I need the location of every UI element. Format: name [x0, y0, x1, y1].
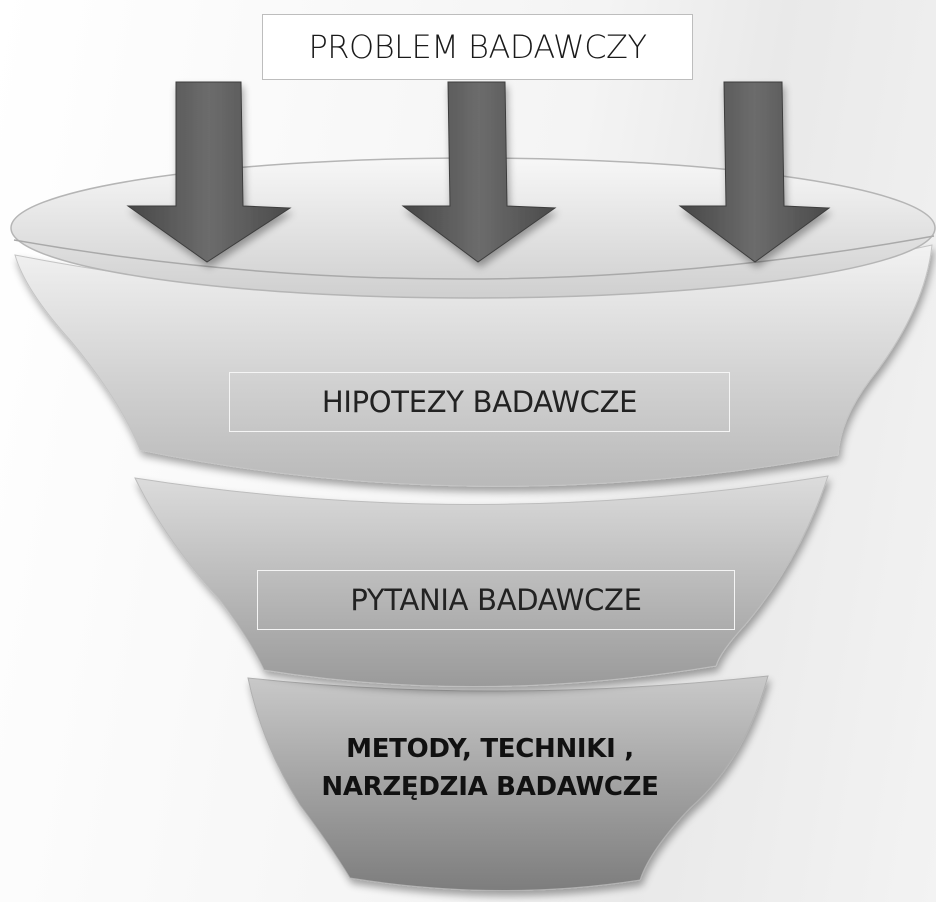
problem-label-box: PROBLEM BADAWCZY: [262, 14, 693, 80]
methods-label: METODY, TECHNIKI , NARZĘDZIA BADAWCZE: [200, 730, 780, 806]
funnel-segment-middle: [134, 475, 829, 688]
hypotheses-label-box: HIPOTEZY BADAWCZE: [229, 372, 730, 432]
down-arrow-icon: [126, 81, 292, 263]
funnel-segment-bottom: [247, 675, 769, 891]
down-arrow-icon: [678, 81, 831, 263]
questions-label-box: PYTANIA BADAWCZE: [257, 570, 735, 630]
down-arrow-icon: [401, 81, 557, 263]
methods-label-line1: METODY, TECHNIKI ,: [346, 734, 634, 764]
funnel-rim-edge: [13, 235, 935, 280]
methods-label-line2: NARZĘDZIA BADAWCZE: [321, 772, 659, 802]
